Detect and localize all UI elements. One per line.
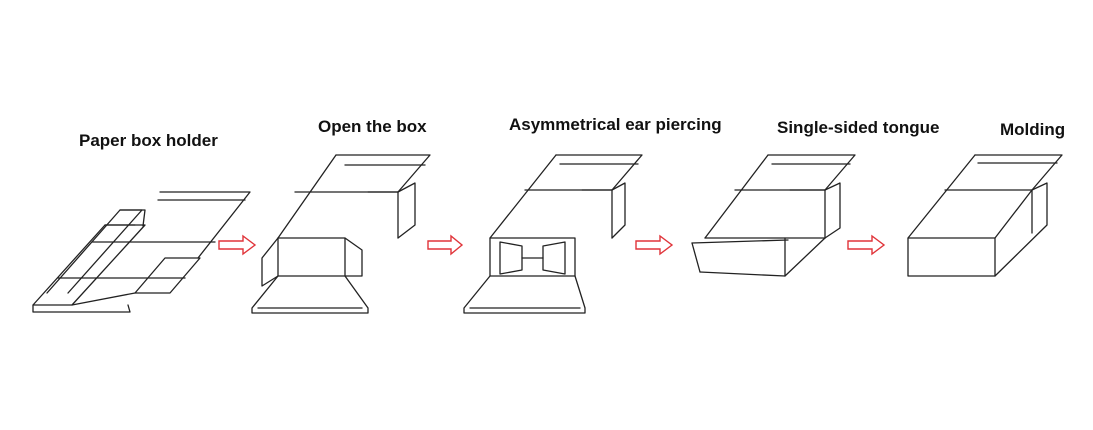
step-5-label: Molding (1000, 120, 1066, 139)
step-arrow-1-icon (218, 234, 257, 256)
step-arrow-4-icon (847, 234, 886, 256)
step-3-label: Asymmetrical ear piercing (509, 115, 722, 134)
flat-box-blank-illustration (32, 191, 251, 313)
finished-box-illustration (907, 154, 1063, 277)
open-box-illustration (251, 154, 431, 314)
step-arrow-3-icon (635, 234, 674, 256)
ear-piercing-box-illustration (463, 154, 643, 314)
step-1-label: Paper box holder (79, 131, 218, 150)
step-arrow-2-icon (427, 234, 464, 256)
tongue-box-illustration (691, 154, 856, 277)
step-4-label: Single-sided tongue (777, 118, 940, 137)
step-2-label: Open the box (318, 117, 427, 136)
